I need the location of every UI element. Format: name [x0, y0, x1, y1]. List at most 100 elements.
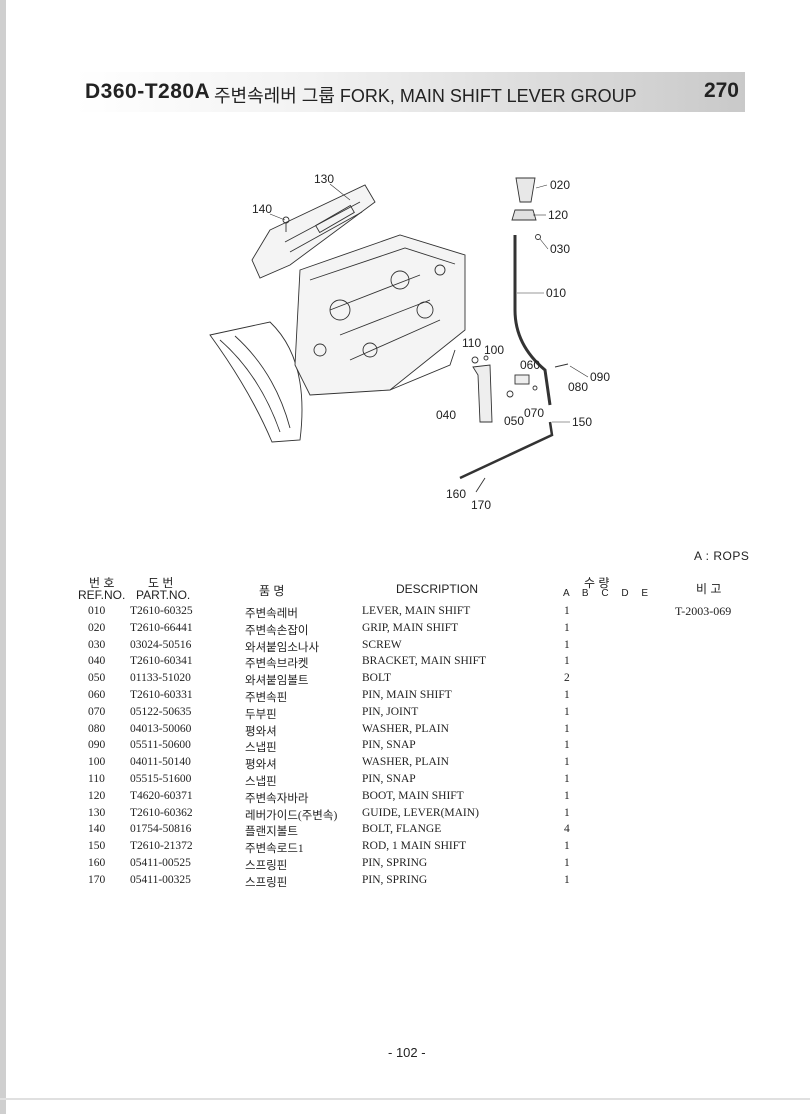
description: PIN, MAIN SHIFT: [362, 689, 452, 701]
part-no: T2610-60362: [130, 806, 193, 819]
ref-no: 060: [88, 689, 106, 701]
quantity: 1: [564, 773, 570, 785]
name-kr: 주변속핀: [245, 692, 288, 704]
page-number: - 102 -: [388, 1045, 426, 1060]
description-header: DESCRIPTION: [396, 582, 479, 596]
description: LEVER, MAIN SHIFT: [362, 605, 471, 617]
part-no: T2610-66441: [130, 621, 193, 634]
description: WASHER, PLAIN: [362, 756, 449, 769]
svg-text:060: 060: [520, 358, 540, 372]
svg-text:040: 040: [436, 408, 456, 422]
boot: [511, 209, 537, 221]
main-shift-lever: [513, 235, 552, 406]
part-no: 04013-50060: [130, 722, 192, 735]
quantity: 1: [564, 739, 570, 752]
svg-text:130: 130: [314, 172, 334, 186]
quantity-header-kr: 수 량: [584, 576, 610, 590]
quantity: 1: [564, 857, 570, 869]
quantity: 2: [564, 672, 570, 685]
ref-no: 160: [88, 857, 106, 869]
svg-text:020: 020: [550, 178, 570, 192]
name-kr: 주변속손잡이: [245, 624, 309, 637]
transmission-housing: [294, 234, 466, 396]
description: GUIDE, LEVER(MAIN): [362, 806, 479, 819]
svg-text:100: 100: [484, 343, 504, 357]
quantity: 1: [564, 806, 570, 819]
svg-text:010: 010: [546, 286, 566, 300]
quantity: 1: [564, 705, 570, 718]
description: BOLT: [362, 672, 391, 685]
part-no: T2610-21372: [130, 840, 193, 853]
svg-text:170: 170: [471, 498, 491, 512]
svg-text:160: 160: [446, 487, 466, 501]
name-kr: 레버가이드(주변속): [245, 809, 338, 822]
description: GRIP, MAIN SHIFT: [362, 621, 459, 634]
part-no: 05411-00525: [130, 857, 191, 869]
part-no: 01754-50816: [130, 823, 192, 836]
svg-text:080: 080: [568, 380, 588, 394]
svg-text:150: 150: [572, 415, 592, 429]
name-header-kr: 품 명: [259, 584, 285, 598]
name-kr: 스프링핀: [245, 876, 288, 889]
ref-no: 120: [88, 789, 106, 802]
group-title: 주변속레버 그룹 FORK, MAIN SHIFT LEVER GROUP: [214, 86, 637, 106]
quantity: 1: [564, 756, 570, 769]
part-no: T2610-60325: [130, 605, 193, 617]
part-no: T2610-60331: [130, 689, 193, 701]
ref-no: 010: [88, 605, 106, 617]
svg-text:120: 120: [548, 208, 568, 222]
grip: [515, 177, 536, 203]
table-row: 060 T2610-60331 주변속핀 PIN, MAIN SHIFT 1: [0, 689, 810, 706]
quantity: 1: [564, 689, 570, 701]
ref-no: 150: [88, 840, 106, 853]
part-header-kr: 도 번: [148, 576, 174, 590]
quantity: 1: [564, 722, 570, 735]
fender-outline: [209, 321, 303, 443]
table-row: 130 T2610-60362 레버가이드(주변속) GUIDE, LEVER(MAI…: [0, 807, 810, 824]
part-no: T2610-60341: [130, 655, 193, 668]
quantity: 4: [564, 823, 570, 836]
description: PIN, SPRING: [362, 873, 428, 886]
quantity: 1: [564, 638, 570, 651]
part-no: 01133-51020: [130, 672, 191, 685]
quantity: 1: [564, 605, 570, 617]
svg-text:070: 070: [524, 406, 544, 420]
ref-no: 070: [88, 705, 106, 718]
group-header: D360-T280A 주변속레버 그룹 FORK, MAIN SHIFT LEV…: [75, 72, 745, 112]
quantity: 1: [564, 621, 570, 634]
ref-no: 100: [88, 756, 106, 769]
svg-text:090: 090: [590, 370, 610, 384]
name-kr: 스냅핀: [245, 776, 277, 788]
description: PIN, SNAP: [362, 773, 416, 785]
ref-no: 030: [88, 638, 106, 651]
ref-no: 130: [88, 806, 106, 819]
quantity: 1: [564, 789, 570, 802]
screw: [535, 234, 541, 240]
part-no: 05511-50600: [130, 739, 191, 752]
scan-bottom-edge: [0, 1098, 810, 1100]
name-kr: 플랜지볼트: [245, 826, 298, 839]
part-no: 03024-50516: [130, 638, 192, 651]
quantity: 1: [564, 840, 570, 853]
part-no: 04011-50140: [130, 756, 191, 769]
group-number: 270: [703, 79, 739, 102]
ref-header-en: REF.NO.: [78, 588, 126, 602]
rod: [459, 421, 554, 480]
remark-value: T-2003-069: [675, 604, 732, 618]
ref-no: 040: [88, 655, 106, 668]
description: PIN, JOINT: [362, 705, 419, 718]
rops-note: A : ROPS: [694, 549, 750, 563]
svg-text:030: 030: [550, 242, 570, 256]
description: BOOT, MAIN SHIFT: [362, 789, 464, 802]
svg-text:110: 110: [462, 336, 481, 350]
part-no: 05515-51600: [130, 773, 192, 785]
scan-edge: [0, 0, 6, 1114]
